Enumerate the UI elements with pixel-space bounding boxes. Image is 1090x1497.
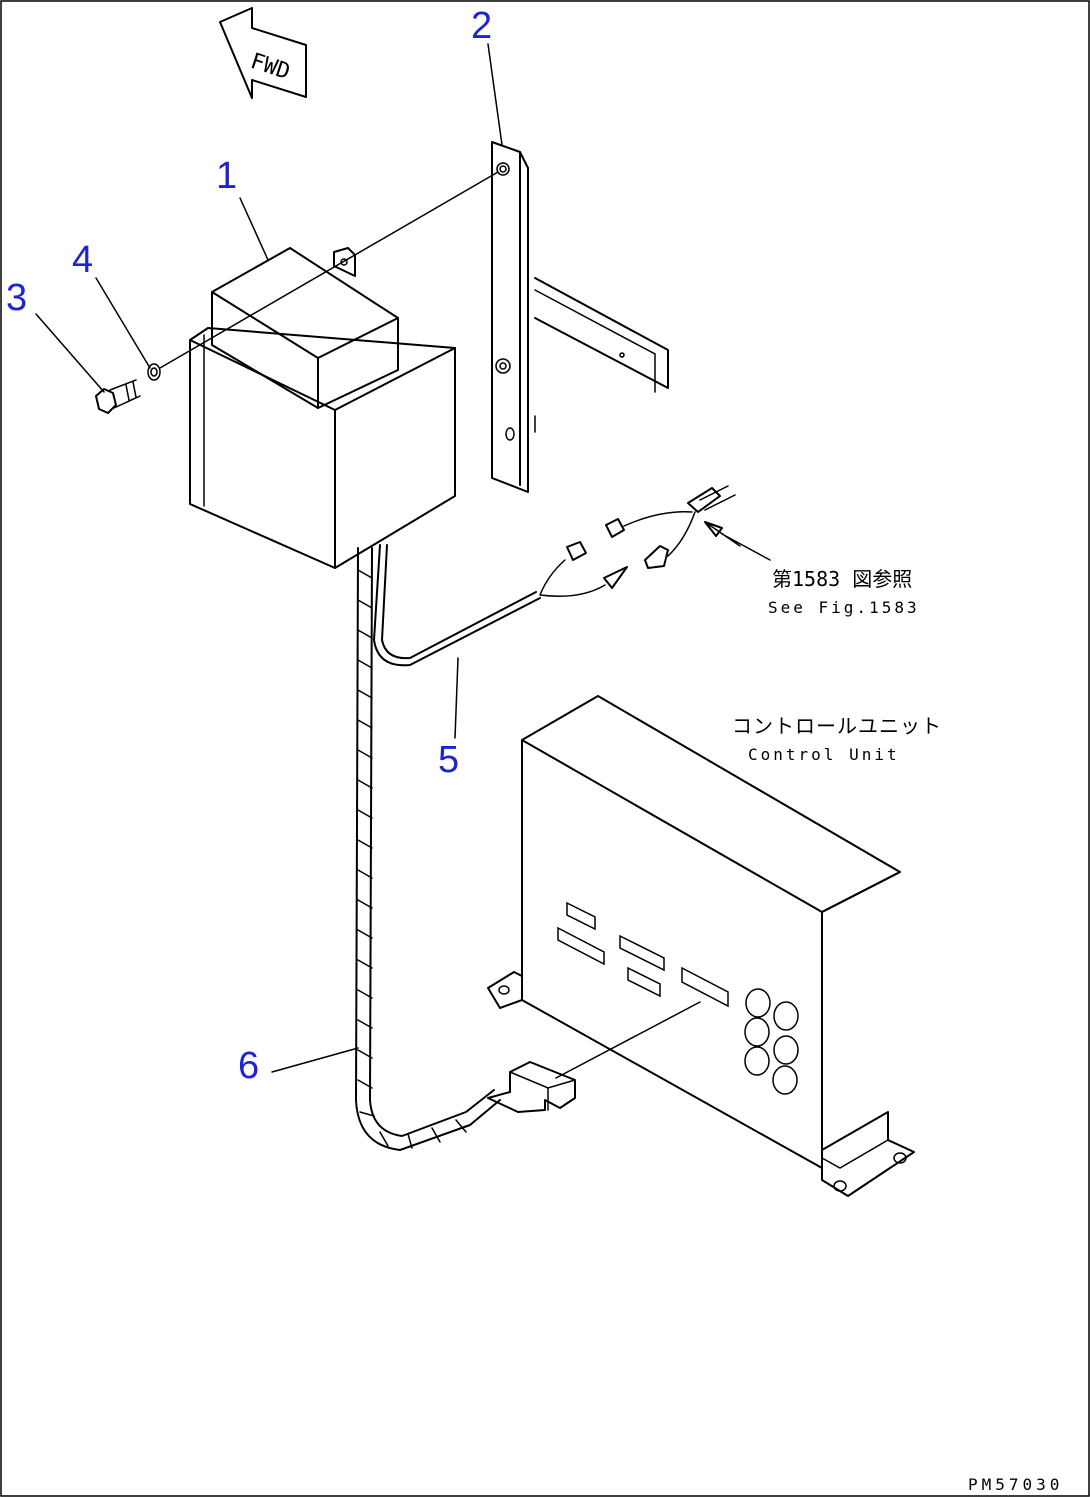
fwd-arrow-icon: FWD: [219, 7, 307, 99]
leader-2: [487, 43, 503, 146]
callout-3: 3: [6, 277, 27, 319]
control-unit-label-jp: コントロールユニット: [732, 714, 942, 738]
drawing-code: PM57030: [968, 1475, 1063, 1494]
harness-part-5: [373, 485, 771, 667]
reference-label-en: See Fig.1583: [768, 598, 920, 617]
callout-1: 1: [216, 155, 237, 197]
fwd-label: FWD: [247, 49, 293, 85]
leader-4: [95, 277, 151, 369]
reference-label-jp: 第1583 図参照: [772, 567, 912, 591]
washer-part-4: [147, 363, 161, 381]
bolt-axis-line: [159, 171, 499, 369]
leader-3: [35, 313, 105, 393]
control-unit-label-en: Control Unit: [748, 745, 900, 764]
unit-part-1: [189, 247, 456, 569]
leader-1: [239, 197, 269, 261]
harness-part-6: [355, 547, 701, 1151]
bolt-part-3: [95, 379, 141, 414]
leader-5: [454, 657, 459, 739]
callout-4: 4: [72, 239, 93, 281]
callout-5: 5: [438, 739, 459, 781]
bracket-part-2: [491, 141, 669, 493]
callout-6: 6: [238, 1045, 259, 1087]
callout-2: 2: [471, 5, 492, 47]
leader-6: [271, 1047, 359, 1073]
control-unit: [487, 695, 915, 1197]
